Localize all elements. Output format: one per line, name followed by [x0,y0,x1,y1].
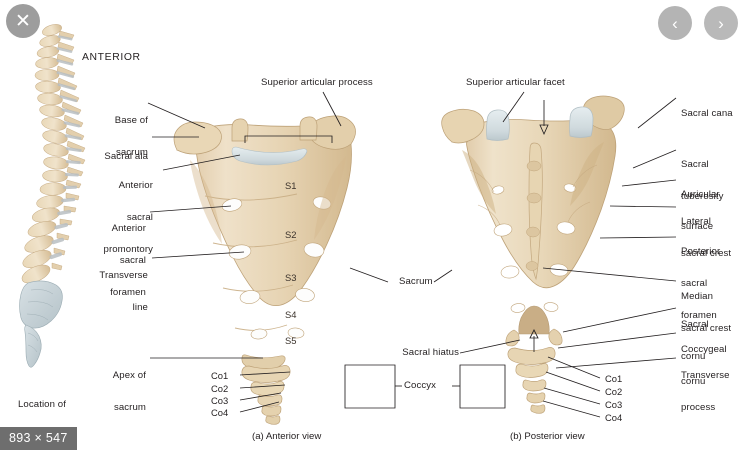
label-sacral-hiatus: Sacral hiatus [402,347,459,358]
label-co1-anterior: Co1 [211,370,229,381]
posterior-sacral-foramina-right [543,183,577,312]
sacral-hiatus-opening [518,305,550,335]
posterior-coccyx [507,347,556,414]
label-superior-articular-facet: Superior articular facet [466,77,565,88]
chevron-right-icon: › [718,13,724,33]
label-sacral-canal: Sacral cana [681,108,733,120]
label-superior-articular-process: Superior articular process [261,77,373,88]
anterior-coccyx [241,365,291,425]
label-co2-anterior: Co2 [211,383,229,394]
superior-articular-facet-left [486,109,510,141]
label-sacral-tuberosity: Sacral tuberosity [681,159,724,202]
label-co4-posterior: Co4 [605,412,623,423]
label-median-sacral-crest: Median sacral crest [681,291,732,334]
label-co3-posterior: Co3 [605,399,623,410]
superior-articular-facet-right [569,106,594,138]
label-coccyx: Coccyx [404,380,437,391]
anterior-apex [241,354,286,370]
label-transverse-process: Transverse process [681,370,730,413]
label-base-of-sacrum: Base of sacrum [114,115,148,158]
leader-lines [147,91,677,418]
label-lateral-sacral-crest: Lateral sacral crest [681,216,732,259]
label-apex-of-sacrum: Apex of sacrum [112,370,146,413]
label-auricular-surface: Auricular surface [681,189,720,232]
vertebra-label-s1: S1 [285,180,297,191]
vertebra-label-s5: S5 [285,335,297,346]
label-anterior-sacral-promontory: Anterior sacral promontory [103,180,153,255]
close-button[interactable]: ✕ [6,4,40,38]
chevron-left-icon: ‹ [672,13,678,33]
label-co2-posterior: Co2 [605,386,623,397]
image-dimensions-badge: 893 × 547 [0,427,77,450]
spine-coccyx-highlight [24,324,42,368]
close-icon: ✕ [15,10,31,32]
label-sacral-cornu: Sacral cornu [681,319,709,362]
anterior-promontory-cartilage [231,146,308,166]
label-posterior-sacral-foramen: Posterior sacral foramen [681,246,721,321]
posterior-sacral-foramina-left [491,185,526,313]
vertebra-label-s3: S3 [285,272,297,283]
label-coccygeal-cornu: Coccygeal cornu [681,344,727,387]
label-co4-anterior: Co4 [211,407,229,418]
posterior-sacrum-figure [441,95,625,414]
caption-posterior-view: (b) Posterior view [510,431,585,442]
caption-anterior-view: (a) Anterior view [252,431,322,442]
label-transverse-line: Transverse line [99,270,148,313]
label-co1-posterior: Co1 [605,373,623,384]
vertebra-label-s2: S2 [285,229,297,240]
anterior-sacral-foramina-left [221,198,268,340]
anterior-orientation-label: ANTERIOR [82,52,141,63]
previous-image-button[interactable]: ‹ [658,6,692,40]
label-sacrum: Sacrum [399,276,433,287]
label-co3-anterior: Co3 [211,395,229,406]
next-image-button[interactable]: › [704,6,738,40]
vertebra-label-s4: S4 [285,309,297,320]
median-sacral-crest-shape [528,142,543,281]
label-anterior-sacral-foramen: Anterior sacral foramen [110,223,146,298]
anterior-sacrum-figure [173,115,356,425]
label-sacral-ala: Sacral ala [104,151,148,163]
